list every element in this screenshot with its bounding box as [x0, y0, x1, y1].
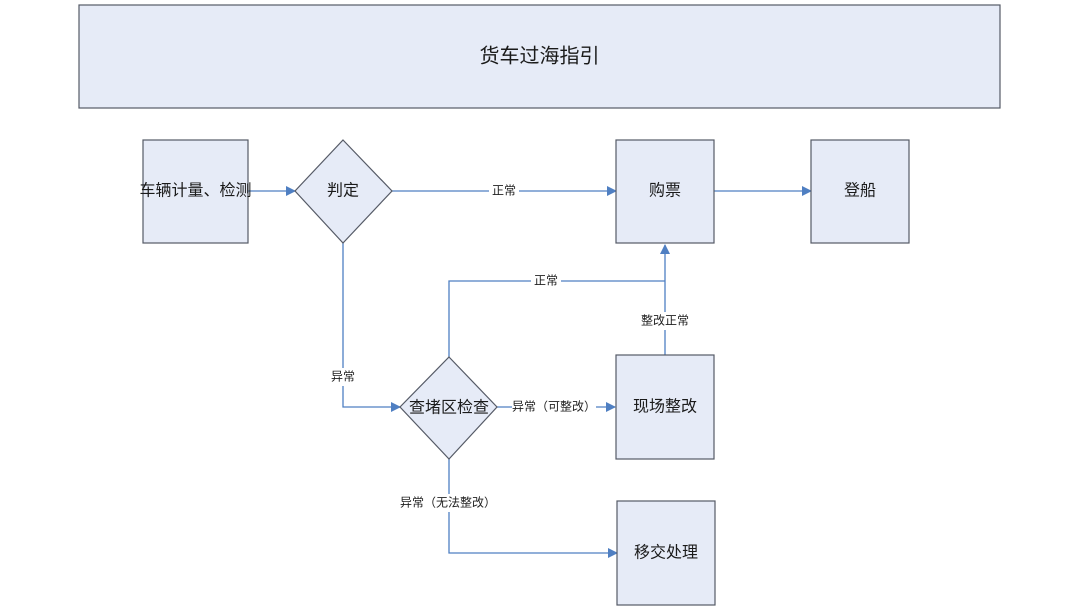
edge-label-normal-2: 正常: [531, 272, 561, 290]
node-label: 移交处理: [634, 543, 698, 562]
node-measure-check: 车辆计量、检测: [139, 139, 252, 244]
node-label: 购票: [649, 181, 681, 200]
node-label: 现场整改: [633, 397, 697, 416]
node-label: 判定: [327, 181, 359, 200]
node-buy-ticket: 购票: [615, 139, 715, 244]
edge-label-text: 正常: [534, 274, 558, 288]
node-label: 登船: [844, 181, 876, 200]
node-inspection-decision: 查堵区检查: [399, 356, 498, 460]
edge-judge-to-inspect: [342, 243, 401, 412]
node-board-ship: 登船: [810, 139, 910, 244]
node-transfer-handling: 移交处理: [616, 500, 716, 606]
edge-label-text: 正常: [492, 184, 516, 198]
node-label: 查堵区检查: [409, 398, 489, 417]
edge-label-text: 异常: [331, 370, 355, 384]
edge-inspect-to-transfer: [448, 457, 618, 558]
title-text: 货车过海指引: [480, 44, 600, 68]
edge-label-text: 异常（可整改）: [512, 399, 596, 414]
edge-label-text: 整改正常: [641, 313, 689, 328]
node-onsite-fix: 现场整改: [615, 354, 715, 460]
edge-label-text: 异常（无法整改）: [400, 495, 496, 510]
title-banner: 货车过海指引: [78, 4, 1001, 109]
edge-label-normal-1: 正常: [489, 182, 519, 200]
edge-label-unfixable: 异常（无法整改）: [399, 494, 497, 512]
node-judge-decision: 判定: [294, 139, 393, 244]
edge-label-fixable: 异常（可整改）: [512, 398, 596, 416]
node-label: 车辆计量、检测: [139, 181, 251, 200]
edge-inspect-to-ticket: [448, 280, 665, 357]
edge-label-abnormal: 异常: [328, 368, 358, 386]
edge-label-fix-normal: 整改正常: [637, 312, 693, 330]
